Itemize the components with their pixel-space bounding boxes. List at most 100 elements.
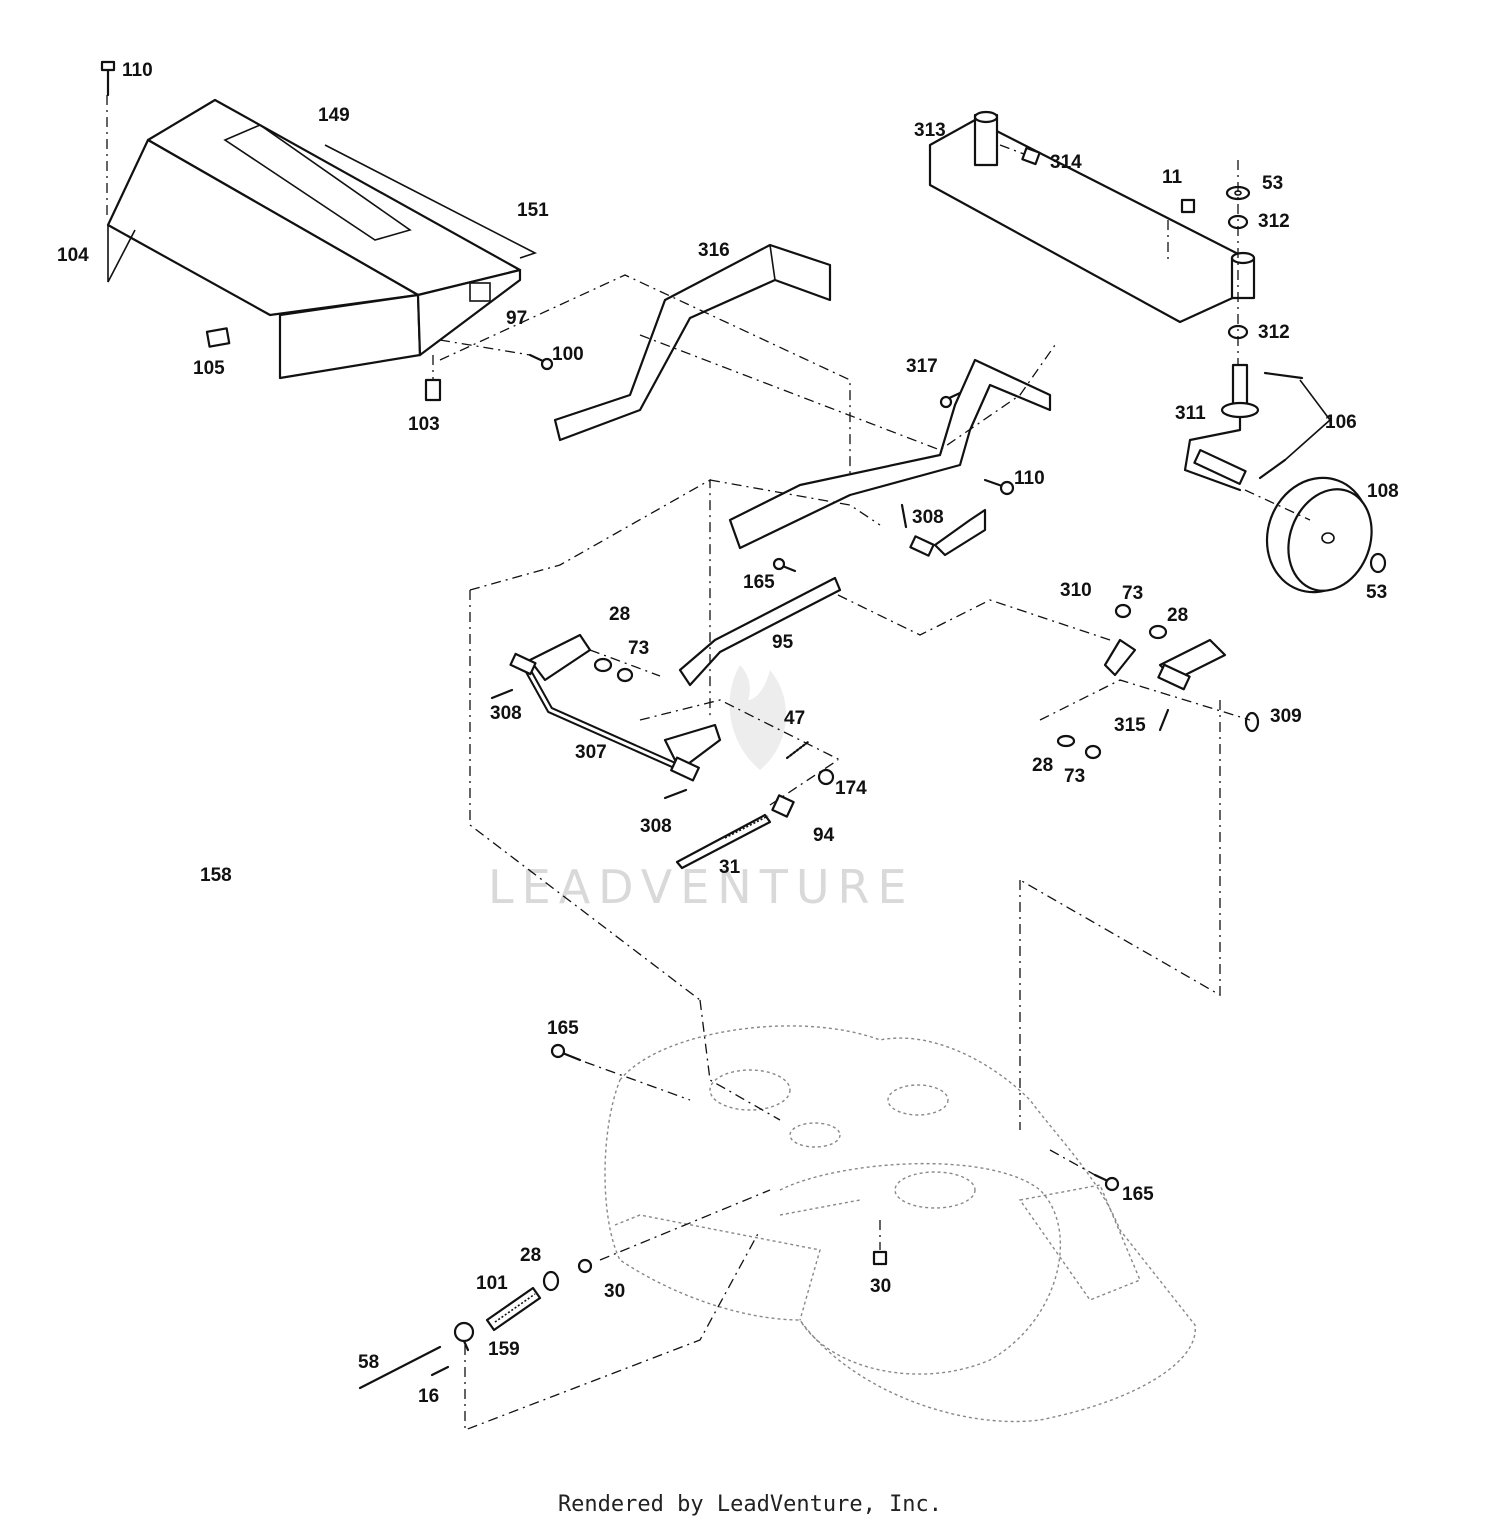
spring-47 [785, 740, 810, 760]
label-309: 309 [1270, 706, 1302, 727]
label-312-a: 312 [1258, 211, 1290, 232]
label-165-a: 165 [743, 572, 775, 593]
pin-16 [430, 1365, 450, 1377]
label-11: 11 [1162, 167, 1183, 188]
nut-314 [1021, 146, 1041, 166]
label-110-a: 110 [122, 60, 153, 81]
watermark-text: LEADVENTURE [488, 860, 915, 914]
hanger-bracket-316 [553, 243, 832, 442]
label-105: 105 [193, 358, 225, 379]
spring-101 [485, 1286, 542, 1332]
pin-315 [1158, 708, 1170, 732]
label-97: 97 [506, 308, 527, 329]
wheel-108 [1265, 476, 1373, 594]
eyebolt-159 [453, 1321, 475, 1352]
label-47: 47 [784, 708, 805, 729]
bolt-165-link [772, 557, 797, 573]
label-28-d: 28 [520, 1245, 541, 1266]
label-53-b: 53 [1366, 582, 1387, 603]
label-94: 94 [813, 825, 835, 846]
rod-31 [675, 813, 772, 870]
label-165-b: 165 [547, 1018, 579, 1039]
bolt-165-left [550, 1043, 582, 1062]
nut-30-spring [577, 1258, 593, 1274]
label-307: 307 [575, 742, 607, 763]
washer-28-spring [542, 1270, 560, 1292]
label-308-a: 308 [912, 507, 944, 528]
label-158: 158 [200, 865, 232, 886]
pin-308-left-a [490, 688, 514, 700]
washer-309 [1244, 711, 1260, 733]
label-95: 95 [772, 632, 794, 653]
label-58: 58 [358, 1352, 379, 1373]
screw-100 [528, 353, 554, 371]
bracket-317 [728, 358, 1052, 550]
front-axle-313 [928, 110, 1256, 324]
label-53-a: 53 [1262, 173, 1283, 194]
clip-103 [424, 378, 442, 402]
label-311: 311 [1175, 403, 1206, 424]
label-73-c: 73 [1064, 766, 1085, 787]
watermark-logo [729, 665, 787, 770]
bolt-165-right [1093, 1173, 1120, 1192]
label-28-b: 28 [609, 604, 630, 625]
label-28-c: 28 [1032, 755, 1053, 776]
label-28-a: 28 [1167, 605, 1188, 626]
caster-arm-311 [1183, 363, 1260, 492]
label-159: 159 [488, 1339, 520, 1360]
label-313: 313 [914, 120, 946, 141]
nut-73-left [616, 667, 634, 683]
washer-53-wheel [1369, 552, 1387, 574]
mower-deck [604, 1025, 1196, 1423]
label-316: 316 [698, 240, 730, 261]
rod-58 [358, 1345, 442, 1390]
label-315: 315 [1114, 715, 1146, 736]
label-108: 108 [1367, 481, 1399, 502]
nut-73-right [1114, 603, 1132, 619]
label-101: 101 [476, 1273, 508, 1294]
bolt-110-mid [983, 478, 1015, 496]
washer-28-left [593, 657, 613, 673]
pin-106a [1263, 371, 1304, 380]
label-308-c: 308 [640, 816, 672, 837]
washer-28-right [1148, 624, 1168, 640]
label-73-b: 73 [628, 638, 649, 659]
nut-11 [1180, 198, 1196, 214]
screw-317 [939, 391, 962, 409]
nut-73-lower [1084, 744, 1102, 760]
pin-106b [1258, 458, 1287, 480]
clip-105 [205, 327, 231, 348]
label-103: 103 [408, 414, 440, 435]
label-314: 314 [1050, 152, 1082, 173]
label-100: 100 [552, 344, 584, 365]
label-30-a: 30 [604, 1281, 625, 1302]
label-110-b: 110 [1014, 468, 1045, 489]
link-95 [678, 576, 842, 687]
nut-174 [817, 768, 835, 786]
washer-28-lower [1056, 734, 1076, 748]
block-94 [771, 794, 795, 818]
label-31: 31 [719, 857, 741, 878]
lift-shaft-310 [909, 508, 1227, 691]
label-165-c: 165 [1122, 1184, 1154, 1205]
lift-shaft-307 [509, 633, 722, 782]
label-174: 174 [835, 778, 867, 799]
label-30-b: 30 [870, 1276, 891, 1297]
pin-308-right [900, 503, 908, 529]
footer-credit: Rendered by LeadVenture, Inc. [557, 1492, 943, 1517]
belt-158 [100, 884, 503, 1073]
label-317: 317 [906, 356, 938, 377]
discharge-shield [106, 98, 538, 380]
label-308-b: 308 [490, 703, 522, 724]
pin-308-left-b [663, 788, 688, 800]
label-149: 149 [318, 105, 350, 126]
label-106: 106 [1325, 412, 1357, 433]
label-104: 104 [57, 245, 89, 266]
label-312-b: 312 [1258, 322, 1290, 343]
label-16: 16 [418, 1386, 439, 1407]
label-151: 151 [517, 200, 549, 221]
label-310: 310 [1060, 580, 1092, 601]
part-labels: 110 149 151 104 97 105 100 103 316 313 3… [57, 60, 1399, 1407]
label-73-a: 73 [1122, 583, 1143, 604]
